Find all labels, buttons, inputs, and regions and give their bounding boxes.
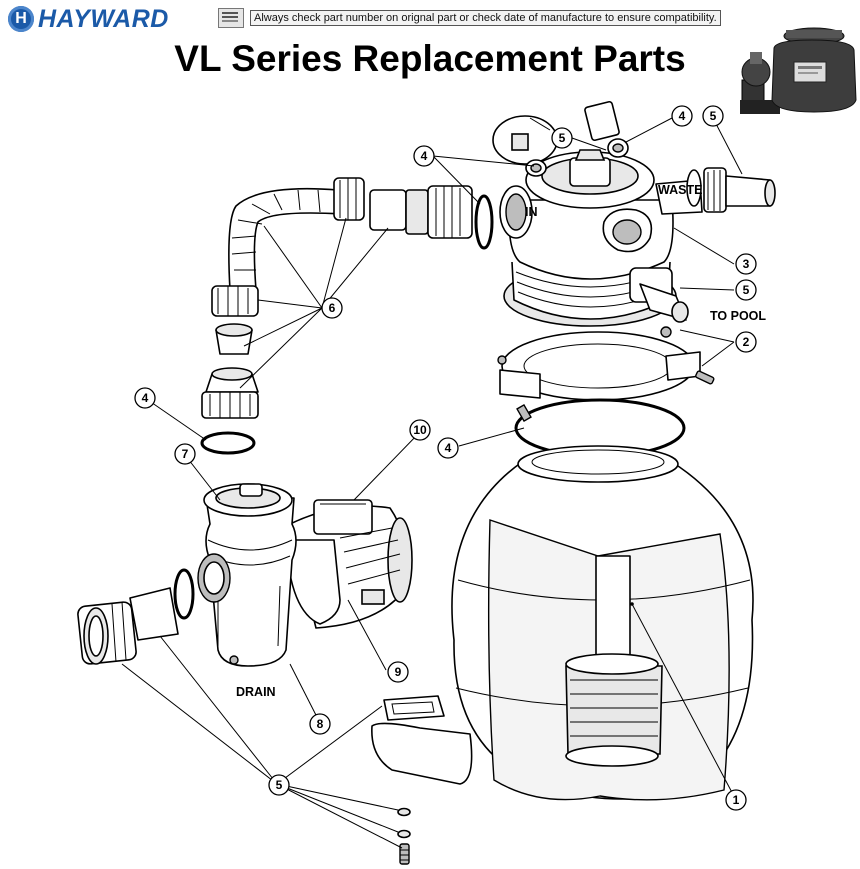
pump-fittings [200, 323, 259, 455]
label-drain: DRAIN [236, 685, 276, 699]
svg-text:10: 10 [413, 423, 427, 437]
hayward-logo-text: HAYWARD [38, 4, 169, 33]
tank-base [371, 695, 473, 785]
callout-5-pool: 5 [735, 279, 757, 301]
tank-clamp [497, 326, 715, 401]
callout-10-motor: 10 [409, 419, 431, 441]
callout-7-lid: 7 [174, 443, 196, 465]
document-icon [218, 8, 244, 28]
svg-text:5: 5 [710, 109, 717, 123]
svg-text:5: 5 [276, 778, 283, 792]
callout-4-oring: 4 [134, 387, 156, 409]
callout-1-tank: 1 [725, 789, 747, 811]
svg-text:7: 7 [182, 447, 189, 461]
suction-union [77, 568, 195, 665]
callout-9-pump: 9 [387, 661, 409, 683]
svg-text:8: 8 [317, 717, 324, 731]
leader-lines [121, 117, 743, 849]
label-in: IN [525, 205, 538, 219]
label-to-pool: TO POOL [710, 309, 766, 323]
compatibility-notice: Always check part number on orignal part… [218, 8, 721, 28]
callout-5-base: 5 [268, 774, 290, 796]
callout-4-valve-left: 4 [413, 145, 435, 167]
svg-text:3: 3 [743, 257, 750, 271]
callout-5-top: 5 [551, 127, 573, 149]
hose-assembly [211, 177, 494, 317]
svg-text:4: 4 [421, 149, 428, 163]
compatibility-notice-text: Always check part number on orignal part… [250, 10, 721, 26]
svg-text:2: 2 [743, 335, 750, 349]
callout-2-clamp: 2 [735, 331, 757, 353]
callout-4-top: 4 [671, 105, 693, 127]
callout-8-strainer: 8 [309, 713, 331, 735]
return-union [629, 267, 689, 323]
svg-text:4: 4 [142, 391, 149, 405]
label-waste: WASTE [658, 183, 702, 197]
callout-5-waste: 5 [702, 105, 724, 127]
svg-text:9: 9 [395, 665, 402, 679]
svg-text:1: 1 [733, 793, 740, 807]
svg-text:5: 5 [743, 283, 750, 297]
hardware-kit [397, 807, 411, 865]
waste-union [686, 167, 776, 213]
callout-6-hose: 6 [321, 297, 343, 319]
svg-text:4: 4 [679, 109, 686, 123]
callout-3-valve: 3 [735, 253, 757, 275]
callout-4-tank: 4 [437, 437, 459, 459]
top-fittings [492, 100, 629, 177]
svg-text:6: 6 [329, 301, 336, 315]
product-thumbnail [740, 27, 857, 114]
hayward-logo-mark: H [8, 6, 34, 32]
pump [197, 483, 413, 667]
svg-text:5: 5 [559, 131, 566, 145]
page-title: VL Series Replacement Parts [174, 38, 686, 79]
filter-tank [451, 445, 754, 801]
hayward-logo: H HAYWARD [8, 4, 169, 33]
svg-text:4: 4 [445, 441, 452, 455]
